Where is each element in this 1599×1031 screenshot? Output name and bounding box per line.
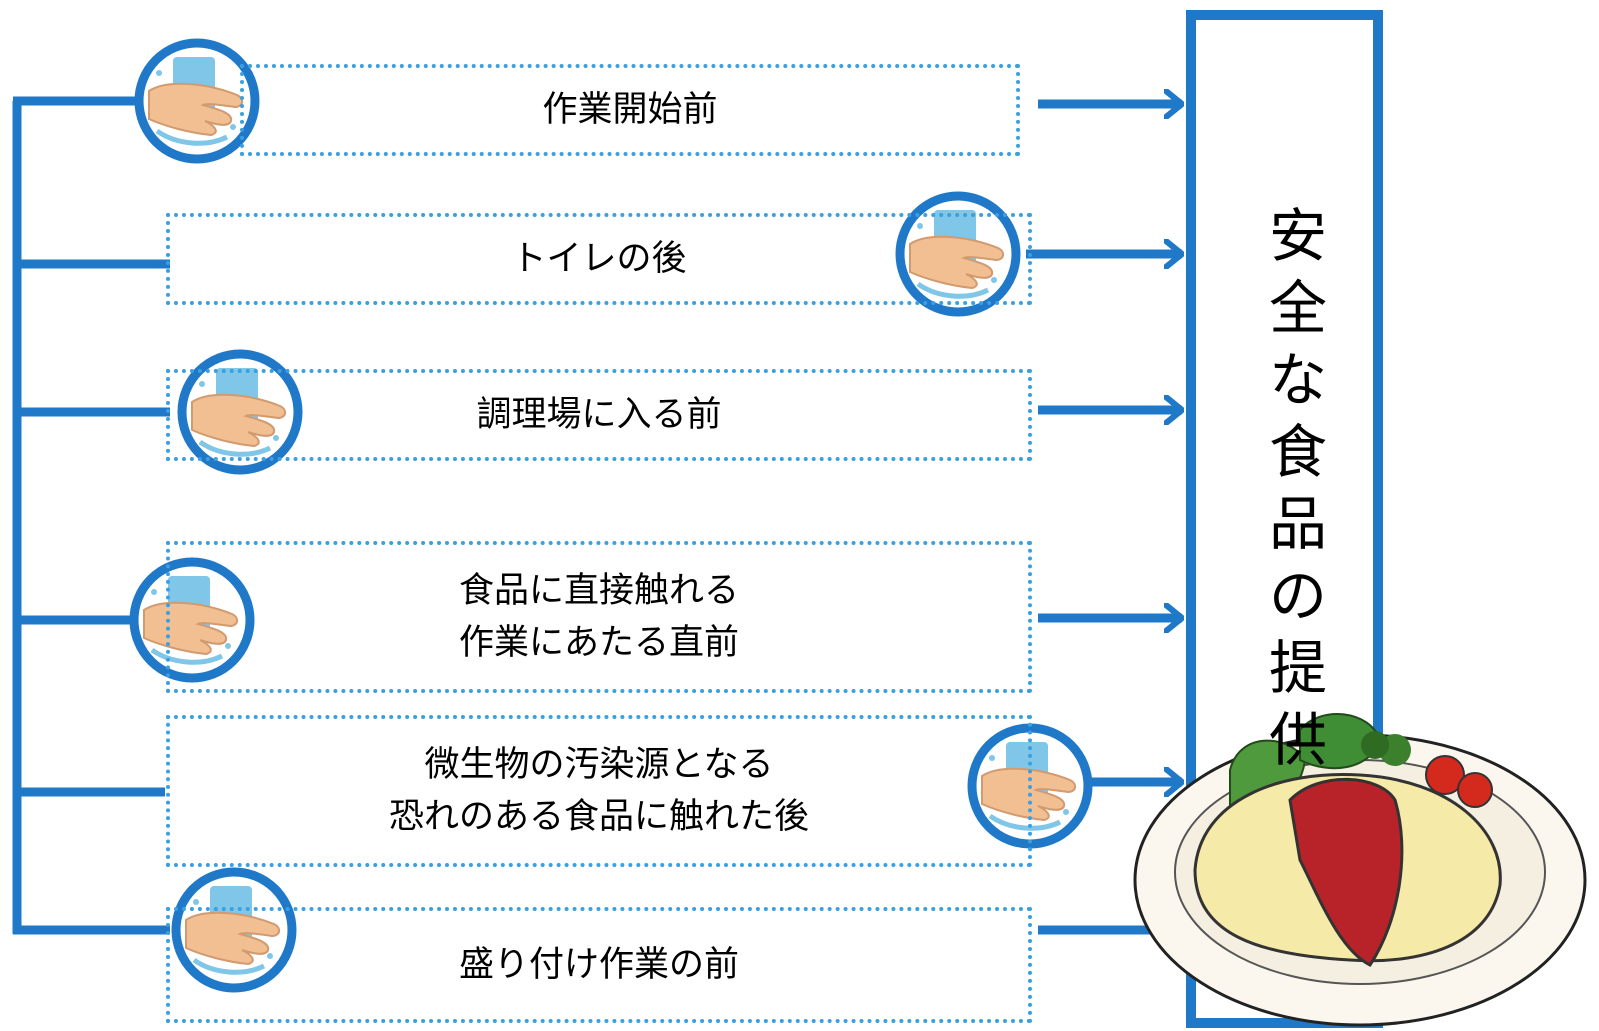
- result-char-1: 安: [1268, 202, 1327, 270]
- step-label-4: 食品に直接触れる 作業にあたる直前: [458, 571, 739, 663]
- result-char-4: 食: [1268, 418, 1327, 486]
- result-char-5: 品: [1268, 490, 1327, 558]
- step-label-1: 作業開始前: [542, 90, 718, 130]
- step-label-3: 調理場に入る前: [476, 395, 722, 435]
- result-label: 安 全 な 食 品 の 提 供: [1218, 200, 1378, 776]
- step-label-2: トイレの後: [511, 239, 687, 279]
- step-label-5: 微生物の汚染源となる 恐れのある食品に触れた後: [388, 745, 809, 837]
- result-char-7: 提: [1268, 634, 1327, 702]
- result-box: [1186, 10, 1383, 1028]
- step-label-6: 盛り付け作業の前: [458, 945, 739, 985]
- step-box-4: 食品に直接触れる 作業にあたる直前: [166, 541, 1032, 693]
- step-box-1: 作業開始前: [240, 64, 1020, 156]
- step-box-3: 調理場に入る前: [166, 369, 1032, 461]
- left-trunk: [12, 96, 170, 935]
- result-char-8: 供: [1268, 706, 1327, 774]
- result-char-6: の: [1268, 562, 1327, 630]
- omelette-rice-plate-icon: [1133, 713, 1587, 1027]
- result-char-3: な: [1268, 346, 1327, 414]
- step-box-5: 微生物の汚染源となる 恐れのある食品に触れた後: [166, 715, 1032, 867]
- handwash-icon-1: [139, 43, 255, 159]
- step-box-6: 盛り付け作業の前: [166, 907, 1032, 1023]
- step-box-2: トイレの後: [166, 213, 1032, 305]
- result-char-2: 全: [1268, 274, 1327, 342]
